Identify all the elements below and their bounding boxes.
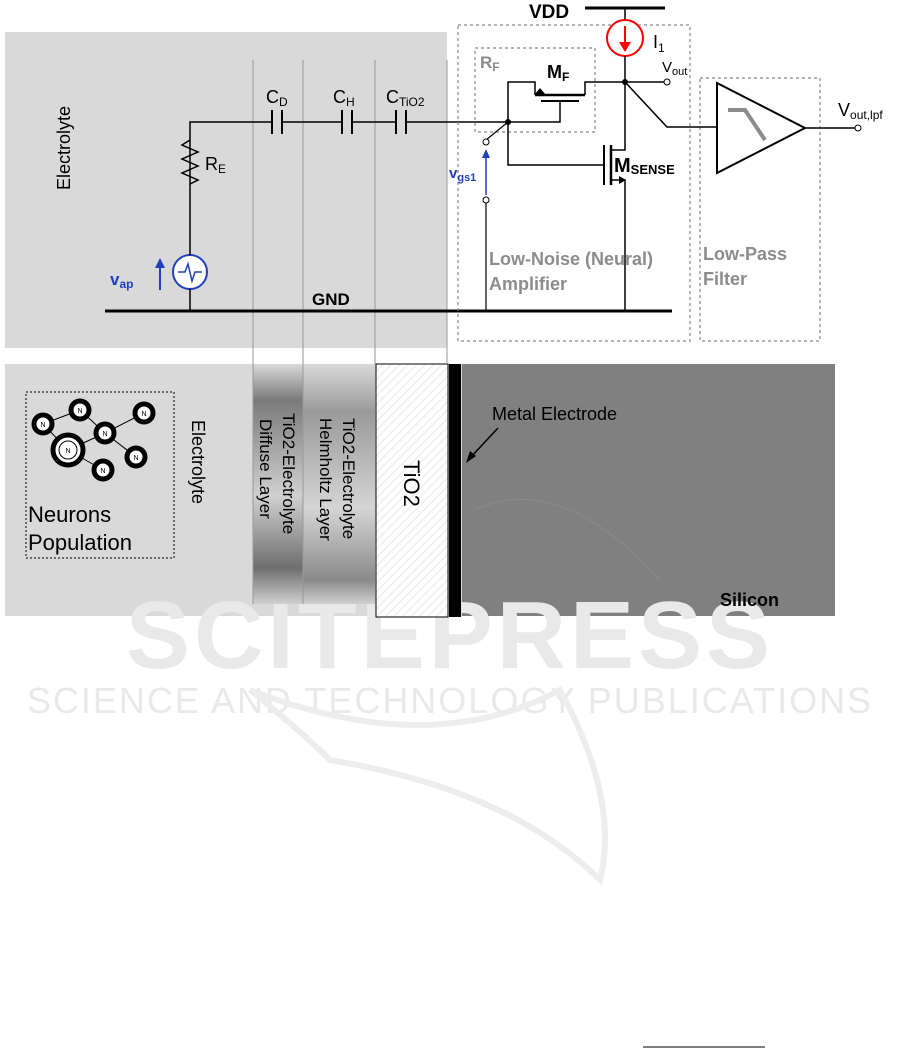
helmholtz-layer xyxy=(303,364,375,604)
svg-text:N: N xyxy=(65,448,70,455)
helmholtz-layer-line2: Helmholtz Layer xyxy=(316,418,335,541)
metal-electrode xyxy=(449,364,461,617)
gnd-label: GND xyxy=(312,290,350,309)
vout-lpf-label: Vout,lpf xyxy=(838,100,883,122)
vdd-label: VDD xyxy=(529,2,569,23)
silicon-region xyxy=(462,364,835,616)
ch-label: CH xyxy=(333,87,355,109)
helmholtz-layer-line1: TiO2-Electrolyte xyxy=(339,418,358,539)
vout-terminal xyxy=(663,78,671,86)
metal-electrode-label: Metal Electrode xyxy=(492,404,617,424)
vout-to-lpf-wire xyxy=(624,81,720,128)
tio2-layer xyxy=(375,363,449,618)
svg-text:N: N xyxy=(133,455,138,462)
cd-label: CD xyxy=(266,87,288,109)
resistor-re xyxy=(180,139,200,185)
lpf-icon xyxy=(716,81,808,175)
mf-arrow-icon xyxy=(534,88,546,95)
diffuse-layer-line2: Diffuse Layer xyxy=(256,419,275,519)
vgs1-arrow-icon xyxy=(482,149,490,195)
msense-label: MSENSE xyxy=(614,155,675,177)
vap-source-icon xyxy=(172,254,208,290)
capacitor-ch xyxy=(341,110,353,134)
vap-label: vap xyxy=(110,270,133,291)
i1-label: I1 xyxy=(653,32,665,55)
switch-terminal-bottom xyxy=(482,196,490,204)
msense-arrow-icon xyxy=(619,176,626,184)
watermark-sub: SCIENCE AND TECHNOLOGY PUBLICATIONS xyxy=(27,680,873,721)
vout-label: Vout xyxy=(662,59,687,78)
neuron-node-labels: N N N N N N N xyxy=(40,408,146,475)
electrolyte-panel xyxy=(5,32,447,348)
svg-text:N: N xyxy=(100,468,105,475)
switch-blade xyxy=(485,121,509,141)
rf-box xyxy=(474,47,596,133)
svg-text:N: N xyxy=(77,408,82,415)
electrolyte-label-top: Electrolyte xyxy=(54,106,74,190)
rf-label: RF xyxy=(480,53,500,74)
capacitor-cd xyxy=(271,110,283,134)
metal-electrode-arrow-icon xyxy=(466,427,499,463)
tio2-label: TiO2 xyxy=(399,460,424,507)
current-source-icon xyxy=(606,19,644,57)
lpf-label-line2: Filter xyxy=(703,269,747,289)
re-label: RE xyxy=(205,154,226,176)
lpf-label-line1: Low-Pass xyxy=(703,244,787,264)
switch-terminal-top xyxy=(482,138,490,146)
svg-text:N: N xyxy=(40,422,45,429)
svg-text:N: N xyxy=(102,431,107,438)
lna-label-line2: Amplifier xyxy=(489,274,567,294)
vout-lpf-terminal xyxy=(854,124,862,132)
lna-box xyxy=(457,24,691,342)
neurons-label-line2: Population xyxy=(28,530,132,555)
silicon-label: Silicon xyxy=(720,590,779,610)
vgs1-label: vgs1 xyxy=(449,165,476,184)
capacitor-ctio2 xyxy=(395,110,407,134)
mf-transistor xyxy=(507,81,625,123)
diffuse-layer-line1: TiO2-Electrolyte xyxy=(279,413,298,534)
svg-text:N: N xyxy=(141,411,146,418)
watermark-swoosh xyxy=(248,685,608,886)
neuron-cell-icon xyxy=(31,398,156,482)
mf-label: MF xyxy=(547,62,569,84)
lpf-box xyxy=(699,77,821,342)
lna-label-line1: Low-Noise (Neural) xyxy=(489,249,653,269)
vap-arrow-icon xyxy=(155,258,165,290)
neurons-box xyxy=(25,391,175,559)
electrolyte-label-bottom: Electrolyte xyxy=(188,420,208,504)
silicon-texture xyxy=(474,498,661,581)
signal-wire xyxy=(189,121,272,250)
neurons-label-line1: Neurons xyxy=(28,502,111,527)
diffuse-layer xyxy=(253,364,303,604)
ctio2-label: CTiO2 xyxy=(386,87,425,109)
